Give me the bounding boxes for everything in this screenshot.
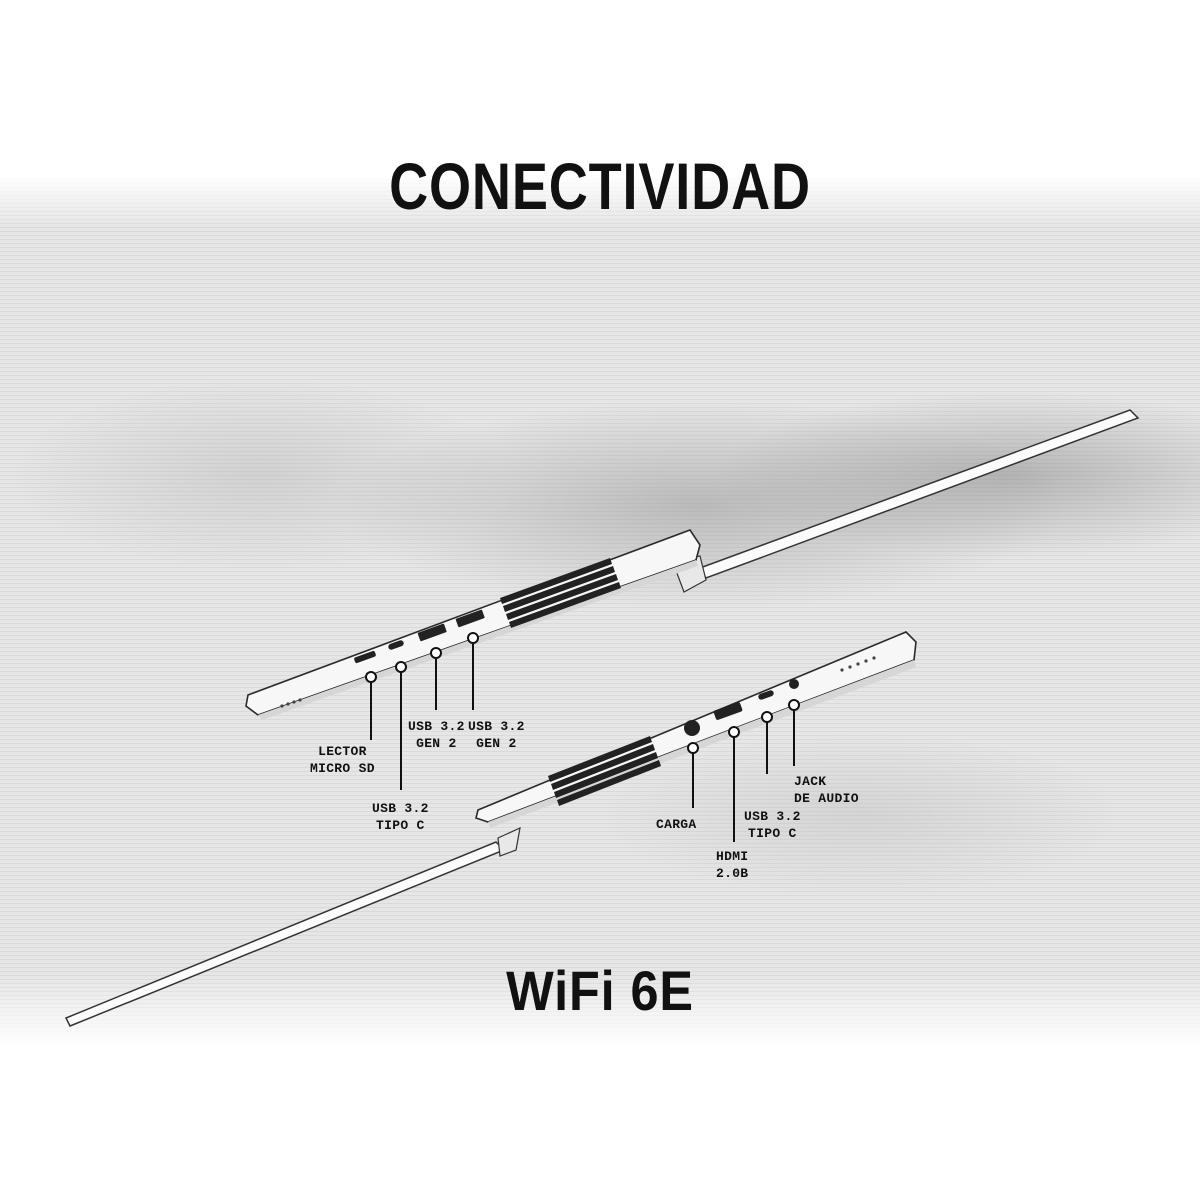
laptop-right-side bbox=[64, 631, 917, 1027]
vent-small-right bbox=[840, 656, 876, 672]
page-title: CONECTIVIDAD bbox=[389, 149, 811, 223]
microsd-slot-icon bbox=[354, 650, 376, 664]
vent-small-left bbox=[280, 698, 302, 708]
usb-c-port-icon bbox=[758, 690, 774, 700]
laptop-left-side bbox=[245, 409, 1140, 720]
vent-grille-right bbox=[548, 736, 661, 806]
glitch-background bbox=[0, 175, 1200, 1045]
vent-grille-left bbox=[500, 558, 621, 628]
hdmi-port-icon bbox=[713, 702, 743, 720]
usb-a-port-icon bbox=[417, 623, 447, 642]
leader-lines-right bbox=[687, 699, 800, 842]
leader-lines-left bbox=[365, 632, 479, 790]
charging-port-icon bbox=[684, 720, 700, 736]
wifi-title: WiFi 6E bbox=[506, 959, 694, 1022]
port-label-charging: CARGA bbox=[656, 817, 697, 832]
usb-a-port-icon bbox=[455, 609, 485, 628]
audio-jack-icon bbox=[789, 679, 799, 689]
usb-c-port-icon bbox=[388, 640, 404, 650]
